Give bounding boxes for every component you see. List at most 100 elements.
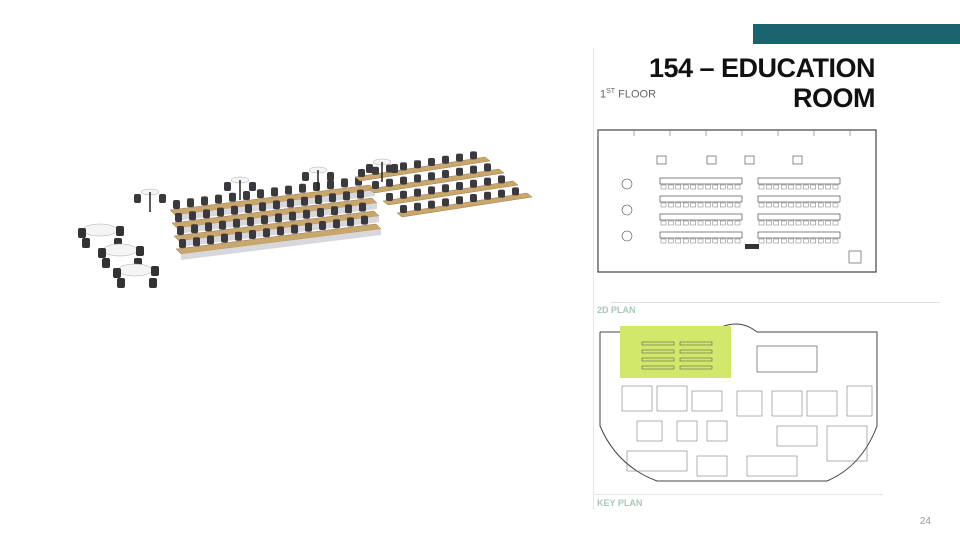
chair (136, 246, 144, 256)
seat (825, 184, 831, 190)
seat (727, 202, 733, 208)
round-table (117, 263, 153, 277)
plant (848, 250, 862, 264)
seat (766, 220, 772, 226)
chair (484, 163, 491, 172)
chair (271, 187, 278, 197)
chair (386, 178, 393, 187)
key-plan-underline (593, 494, 883, 495)
chair (372, 181, 379, 189)
seat (690, 220, 696, 226)
chair (221, 233, 228, 243)
seat (719, 238, 726, 244)
seat (795, 238, 802, 244)
chair (117, 278, 125, 288)
room (636, 420, 663, 442)
chair (217, 207, 224, 217)
chair (386, 193, 393, 201)
stool (391, 164, 398, 173)
chair (470, 165, 477, 174)
seat (712, 238, 719, 244)
chair (400, 190, 407, 199)
chair (301, 196, 308, 206)
seat (766, 238, 772, 244)
room (826, 425, 868, 462)
chair-group (792, 155, 803, 165)
chair (207, 235, 214, 245)
seat (668, 238, 674, 244)
chair (428, 172, 435, 181)
seat (690, 238, 696, 244)
table-top (368, 168, 505, 194)
stool (134, 194, 141, 203)
seat (810, 238, 817, 244)
chair (191, 224, 198, 234)
room-wall (597, 129, 877, 273)
seat (727, 238, 733, 244)
seat (712, 184, 719, 190)
chair (470, 179, 477, 188)
chair (235, 231, 242, 241)
chair (414, 160, 421, 169)
chair-group (744, 155, 755, 165)
room (626, 450, 688, 472)
seat (810, 202, 817, 208)
chair (303, 209, 310, 219)
training-table (757, 195, 841, 203)
floor-suffix: ST (606, 88, 616, 95)
highlighted-room (620, 326, 731, 378)
table (641, 349, 675, 354)
seat (690, 184, 696, 190)
seat (727, 220, 733, 226)
seat (660, 202, 667, 208)
seat (682, 202, 689, 208)
chair (151, 266, 159, 276)
boardroom-table (756, 345, 818, 373)
title-line-2: ROOM (793, 83, 876, 113)
room (806, 390, 838, 417)
training-table (659, 213, 743, 221)
chair (247, 217, 254, 226)
room (656, 385, 688, 412)
panel-border (593, 48, 594, 510)
chair (277, 226, 284, 236)
chair (484, 191, 491, 200)
stool (249, 182, 256, 191)
seat (803, 238, 809, 244)
chair (291, 224, 298, 234)
seat (660, 184, 667, 190)
seat (773, 202, 780, 208)
seat (734, 220, 741, 226)
stool (327, 172, 334, 181)
chair (98, 248, 106, 258)
seat (817, 202, 824, 208)
chair (331, 206, 338, 216)
accent-bar (753, 24, 960, 44)
stool (302, 172, 309, 181)
seat (734, 238, 741, 244)
seat (810, 220, 817, 226)
chair (261, 215, 268, 225)
seat (727, 184, 733, 190)
chair (299, 183, 306, 193)
seat (705, 184, 711, 190)
chair (189, 211, 196, 221)
chair (361, 215, 368, 225)
seat (788, 238, 794, 244)
seat (734, 202, 741, 208)
chair (357, 189, 364, 199)
seat (795, 184, 802, 190)
seat (780, 202, 787, 208)
seat (780, 184, 787, 190)
chair (442, 170, 449, 178)
seat (817, 220, 824, 226)
chair (442, 184, 449, 193)
seat (719, 202, 726, 208)
chair (116, 226, 124, 236)
seat (758, 220, 765, 226)
table (641, 357, 675, 362)
chair (287, 198, 294, 208)
table-modesty-panel (181, 229, 381, 260)
seat (817, 184, 824, 190)
seat (682, 238, 689, 244)
